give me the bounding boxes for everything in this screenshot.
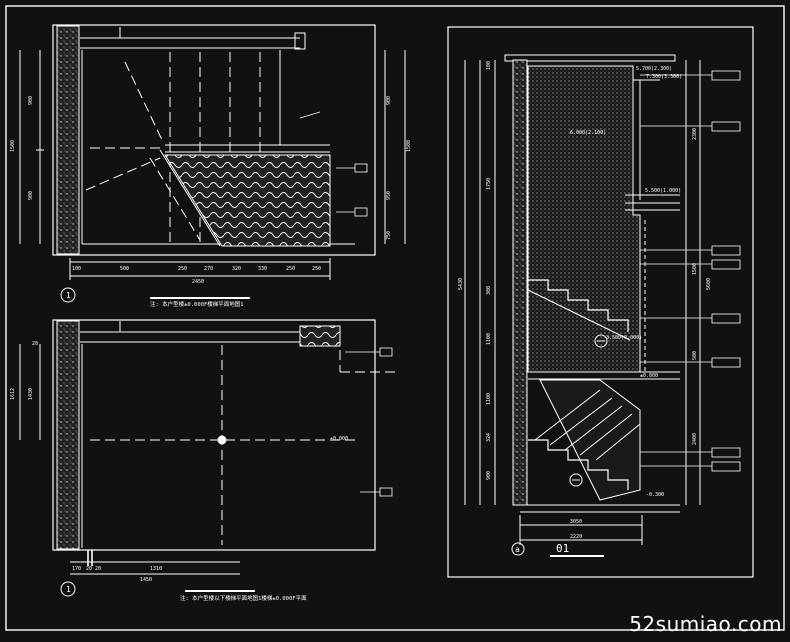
- dim-label: 1500: [406, 140, 412, 152]
- dim-label: 900: [486, 471, 492, 480]
- dim-label: 320: [232, 266, 241, 272]
- sheet-border: [5, 5, 785, 631]
- drawing-caption: 注: 本户型楼±0.000F楼梯平面地图1: [150, 300, 244, 308]
- dim-label: 324: [486, 433, 492, 442]
- plan-bottom-labels: 20 1430 1612 170 20 20 1310 1450 ±0.000 …: [10, 341, 348, 602]
- dim-label: 1430: [28, 388, 34, 400]
- dim-label: 750: [386, 231, 392, 240]
- plan-bottom: [19, 319, 400, 597]
- dim-label: 250: [312, 266, 321, 272]
- section-view: [447, 26, 754, 578]
- dim-label: 900: [28, 191, 34, 200]
- dim-label: 330: [258, 266, 267, 272]
- watermark: 52sumiao.com: [629, 612, 782, 636]
- dim-label: 270: [204, 266, 213, 272]
- drawing-caption: 注: 本户型楼以下楼梯平面地图1楼梯±0.000F平面: [180, 594, 307, 602]
- dim-label: 250: [178, 266, 187, 272]
- dim-label: 1500: [10, 140, 16, 152]
- level-label: 5.500(1.000): [645, 188, 681, 194]
- section-marker: a: [515, 545, 520, 554]
- level-label: 6.000(2.100): [570, 130, 606, 136]
- dim-label: 20 20: [86, 566, 101, 572]
- dim-label: 3050: [570, 519, 582, 525]
- dim-total: 1450: [140, 577, 152, 583]
- level-label: 5.700(2.300): [636, 66, 672, 72]
- section-marker: 1: [66, 585, 71, 594]
- dim-label: 250: [286, 266, 295, 272]
- level-label: -0.300: [646, 492, 664, 498]
- plan-top: [19, 24, 406, 303]
- section-labels: 100 300 1750 5430 1100 1100 324 900 2300…: [458, 61, 712, 555]
- dim-label: 900: [28, 96, 34, 105]
- dim-label: 900: [386, 96, 392, 105]
- level-label: 7.300(3.300): [646, 74, 682, 80]
- dim-label: 100: [486, 61, 492, 70]
- level-label: 3.500(0.000): [606, 335, 642, 341]
- plan-top-labels: 100 500 250 270 320 330 250 250 2450 1 注…: [10, 96, 412, 308]
- dim-label: 300: [486, 286, 492, 295]
- dim-label: 5600: [706, 278, 712, 290]
- dim-label: 170: [72, 566, 81, 572]
- dim-label: 1750: [486, 178, 492, 190]
- dim-label: 1310: [150, 566, 162, 572]
- dim-label: 2300: [692, 128, 698, 140]
- dim-label: 5430: [458, 278, 464, 290]
- dim-total: 2450: [192, 279, 204, 285]
- section-title: 01: [556, 542, 569, 555]
- dim-label: 100: [72, 266, 81, 272]
- dim-label: 1612: [10, 388, 16, 400]
- dim-label: 20: [32, 341, 38, 347]
- dim-label: 500: [120, 266, 129, 272]
- elevation-label: ±0.000: [330, 436, 348, 442]
- section-marker: 1: [66, 291, 71, 300]
- dim-label: 2400: [692, 433, 698, 445]
- level-label: ±0.000: [640, 373, 658, 379]
- dim-label: 1100: [486, 333, 492, 345]
- dim-label: 2220: [570, 534, 582, 540]
- dim-label: 1500: [692, 263, 698, 275]
- dim-label: 500: [692, 351, 698, 360]
- dim-label: 950: [386, 191, 392, 200]
- dim-label: 1100: [486, 393, 492, 405]
